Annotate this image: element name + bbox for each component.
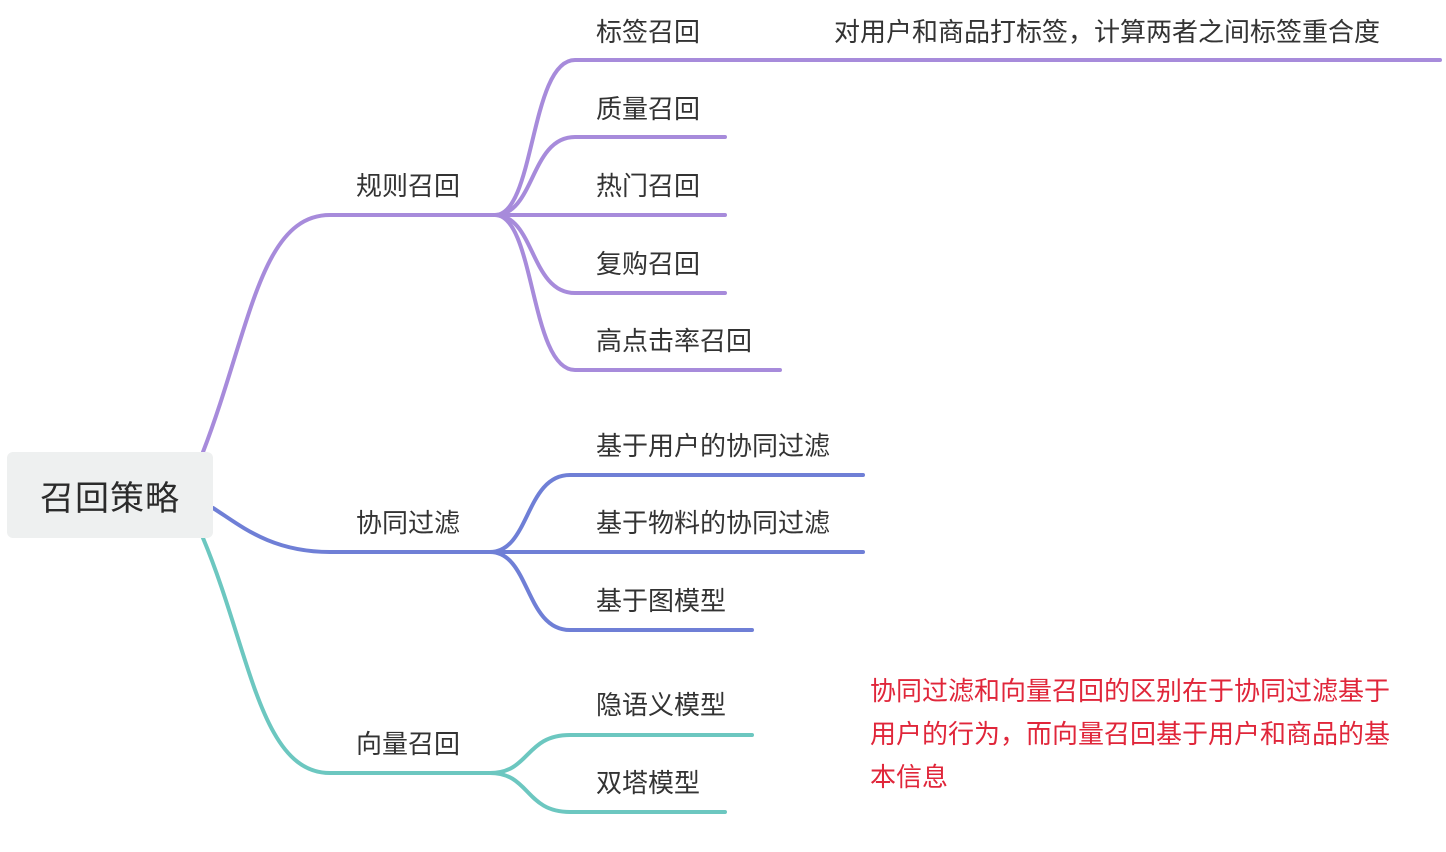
connector-rule-repurchase <box>493 213 727 295</box>
connector-rule-quality <box>493 135 727 217</box>
node-two-tower-model[interactable]: 双塔模型 <box>596 769 701 799</box>
node-repurchase-recall[interactable]: 复购召回 <box>596 250 701 280</box>
branch-rule-recall[interactable]: 规则召回 <box>356 172 461 202</box>
root-label: 召回策略 <box>40 478 180 519</box>
connector-root-rule <box>201 213 502 454</box>
branch-collaborative-filtering[interactable]: 协同过滤 <box>356 509 461 539</box>
connector-cf-user <box>488 473 865 554</box>
node-quality-recall[interactable]: 质量召回 <box>596 95 701 125</box>
node-high-ctr-recall[interactable]: 高点击率召回 <box>596 327 753 357</box>
node-item-based-cf[interactable]: 基于物料的协同过滤 <box>596 509 831 539</box>
connector-vector-lsm <box>488 733 754 775</box>
annotation-note: 协同过滤和向量召回的区别在于协同过滤基于用户的行为，而向量召回基于用户和商品的基… <box>870 677 1391 793</box>
connector-vector-twotower <box>488 771 727 814</box>
connector-rule-tag <box>493 58 1442 217</box>
connector-root-cf <box>211 506 502 554</box>
node-hot-recall[interactable]: 热门召回 <box>596 172 701 202</box>
node-user-based-cf[interactable]: 基于用户的协同过滤 <box>596 432 831 462</box>
connector-cf-graph <box>488 550 754 632</box>
node-graph-model[interactable]: 基于图模型 <box>596 587 727 617</box>
connector-rule-ctr <box>493 213 782 372</box>
node-tag-recall-detail[interactable]: 对用户和商品打标签，计算两者之间标签重合度 <box>834 18 1381 48</box>
branch-vector-recall[interactable]: 向量召回 <box>356 730 461 760</box>
node-tag-recall[interactable]: 标签召回 <box>596 18 701 48</box>
root-node[interactable]: 召回策略 <box>7 452 213 538</box>
node-latent-semantic-model[interactable]: 隐语义模型 <box>596 691 727 721</box>
connector-root-vector <box>201 536 502 775</box>
